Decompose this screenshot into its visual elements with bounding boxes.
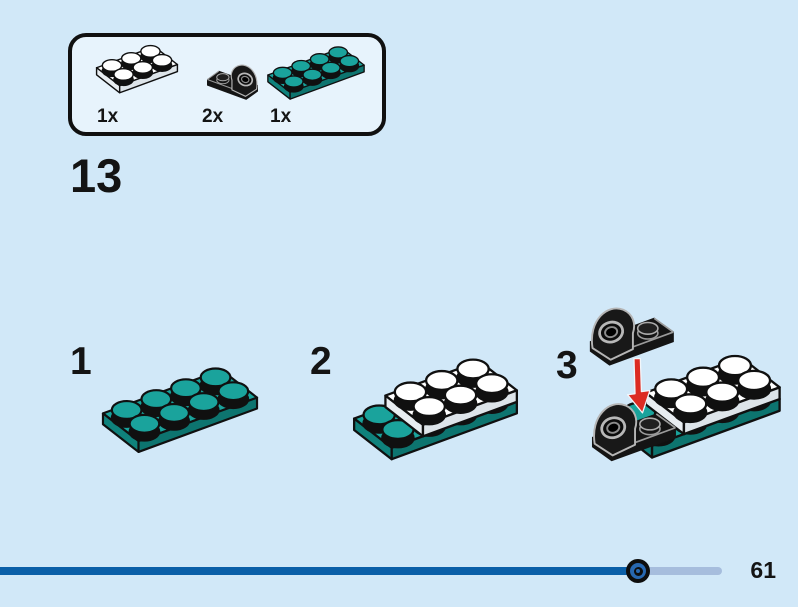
progress-track-remaining[interactable] [639,567,722,575]
page-number: 61 [750,557,776,583]
progress-knob-inner-ring [633,566,643,576]
step-number: 13 [70,149,123,202]
floating-fender-piece [589,307,675,367]
substep-2-number: 2 [310,340,332,383]
black-fender-plate-icon [206,64,258,101]
part-count-teal-plate: 1x [270,106,292,127]
placement-arrow-icon [626,358,651,414]
substep-1-illustration-teal-plate [101,367,259,454]
substep-3-illustration-attach-fenders [589,307,781,463]
progress-track-filled[interactable] [0,567,639,575]
part-count-white-plate: 1x [97,106,119,127]
teal-plate-2x4-icon [267,46,365,100]
part-count-black-fender: 2x [202,106,224,127]
substep-2-illustration-stacked-plates [352,358,519,461]
white-plate-2x3-icon [95,44,179,94]
progress-knob-ring [630,563,646,579]
progress-knob-dot [636,569,640,573]
substep-3-number: 3 [556,344,578,387]
parts-callout-box: 1x 2x 1x [68,33,386,136]
progress-slider-knob[interactable] [626,559,650,583]
substep-1-number: 1 [70,340,92,383]
